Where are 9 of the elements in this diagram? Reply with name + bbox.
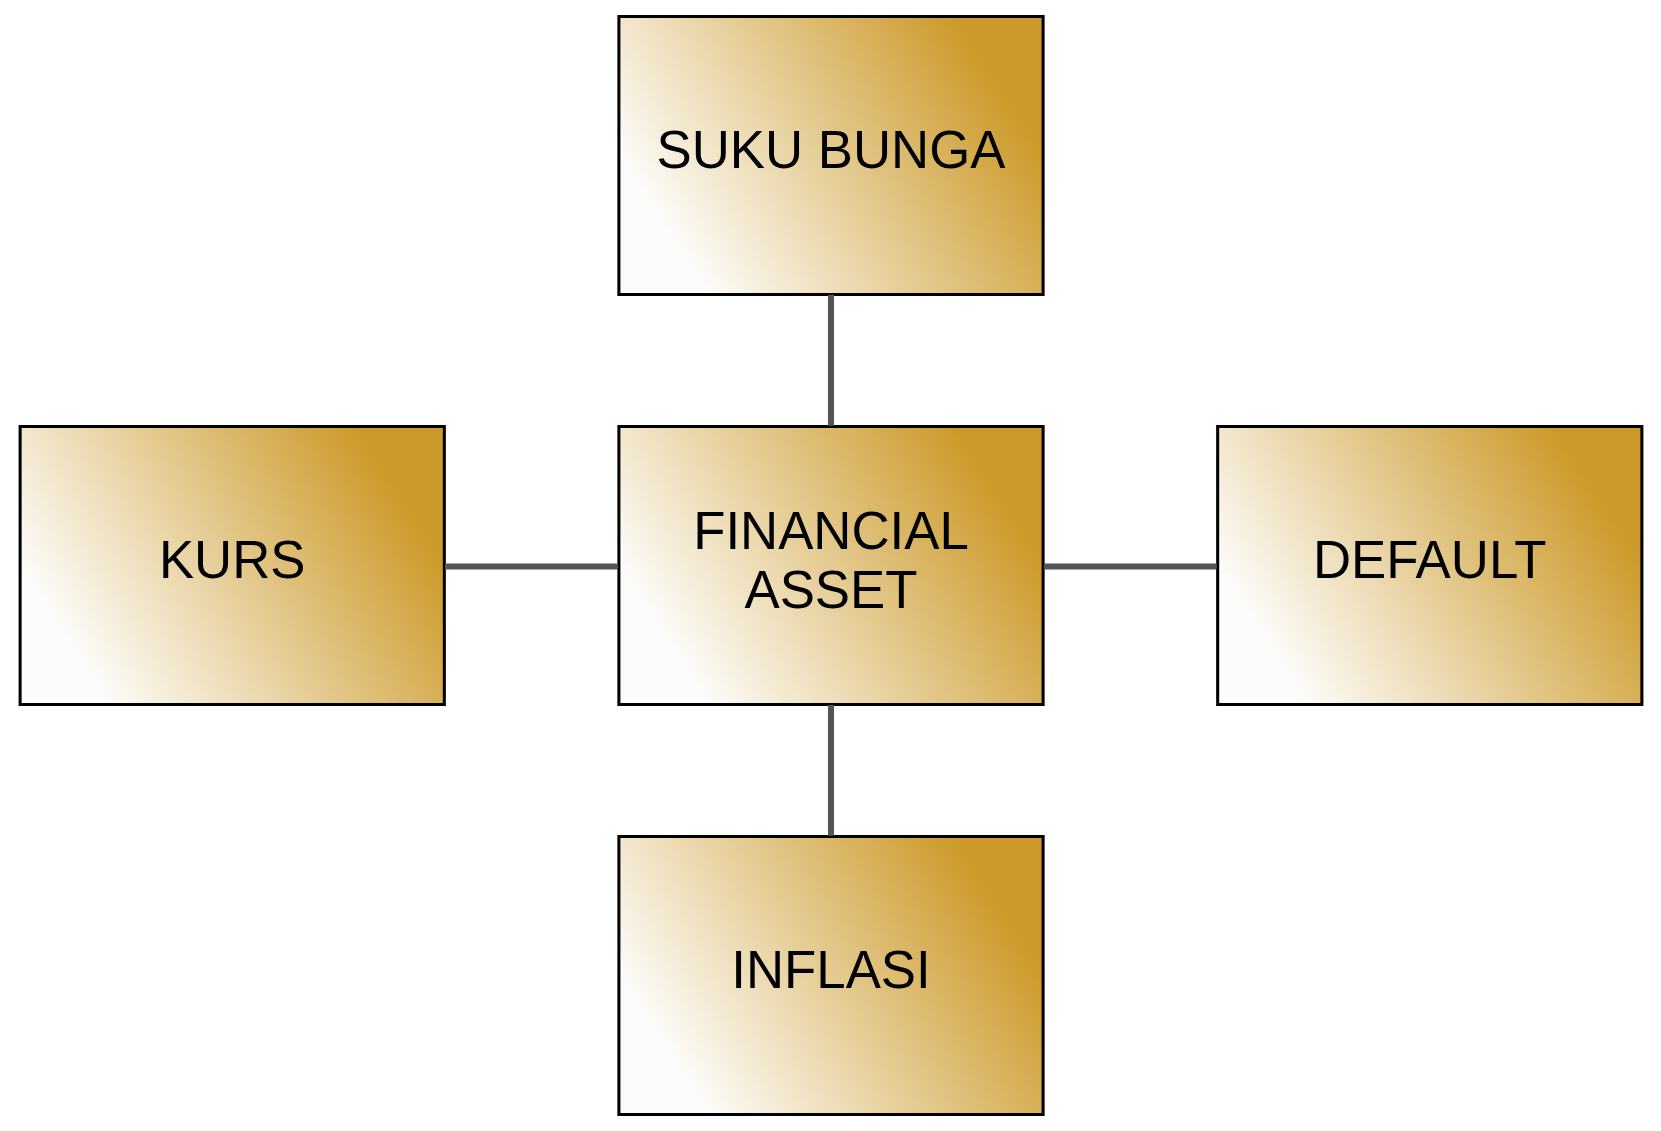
node-box: DEFAULT bbox=[1215, 424, 1643, 707]
connector bbox=[1043, 563, 1217, 570]
connector bbox=[444, 563, 618, 570]
connector bbox=[827, 294, 834, 426]
connector bbox=[827, 704, 834, 836]
node-box: INFLASI bbox=[616, 834, 1045, 1117]
node-box: FINANCIAL ASSET bbox=[616, 424, 1045, 707]
node-box: SUKU BUNGA bbox=[616, 14, 1045, 297]
node-box: KURS bbox=[18, 424, 446, 707]
